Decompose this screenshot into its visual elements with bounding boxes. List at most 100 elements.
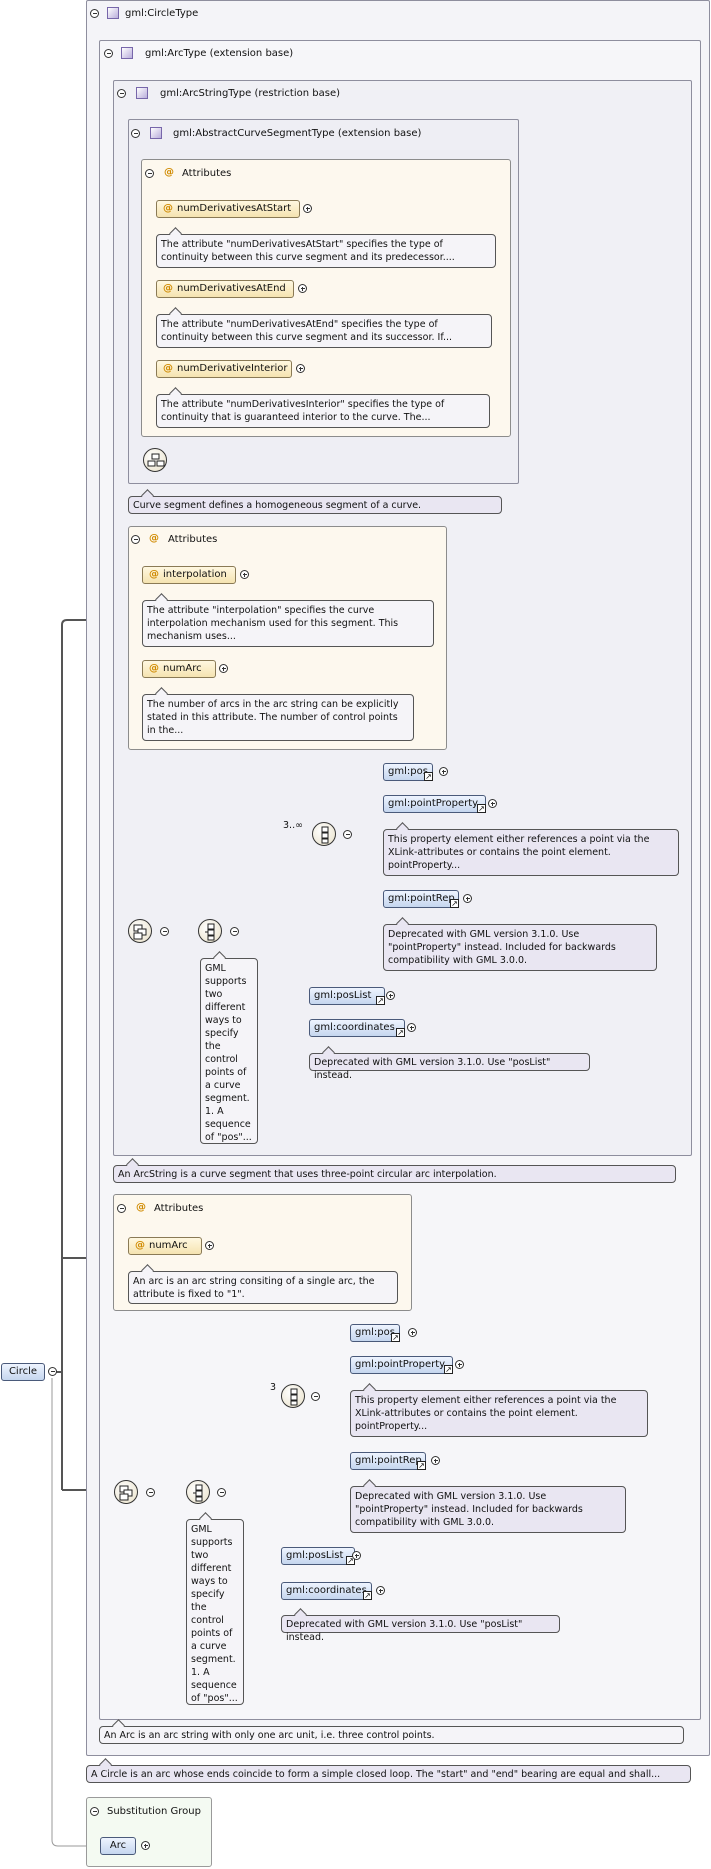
attributes-label: Attributes (182, 168, 232, 179)
link-icon[interactable]: ↗ (391, 1333, 400, 1342)
complex-type-icon (107, 7, 119, 19)
point-rep-doc: Deprecated with GML version 3.1.0. Use "… (350, 1486, 626, 1533)
point-property-doc: This property element either references … (350, 1390, 648, 1437)
substitution-group-label: Substitution Group (107, 1806, 201, 1817)
circle-type-title: gml:CircleType (125, 8, 199, 19)
choice-collapse-toggle[interactable] (230, 927, 239, 936)
abstract-curve-title: gml:AbstractCurveSegmentType (extension … (173, 128, 422, 139)
point-property-doc: This property element either references … (383, 829, 679, 876)
arc-type-collapse-toggle[interactable] (104, 49, 113, 58)
link-icon[interactable]: ↗ (376, 996, 385, 1005)
multiplicity-label: 3..∞ (283, 820, 303, 831)
expand-icon[interactable] (386, 991, 395, 1000)
link-icon[interactable]: ↗ (444, 1365, 453, 1374)
expand-icon[interactable] (407, 1023, 416, 1032)
attr-doc-num-arc: The number of arcs in the arc string can… (142, 694, 414, 741)
link-icon[interactable]: ↗ (396, 1028, 405, 1037)
point-rep-doc: Deprecated with GML version 3.1.0. Use "… (383, 924, 657, 971)
attr-num-derivatives-at-end[interactable]: @numDerivativesAtEnd (156, 280, 294, 298)
attribute-icon: @ (149, 533, 159, 544)
attribute-icon: @ (135, 1240, 145, 1251)
choice-collapse-toggle[interactable] (217, 1488, 226, 1497)
choice-compositor-icon[interactable] (198, 919, 222, 943)
expand-icon[interactable] (352, 1551, 361, 1560)
attr-doc-num-derivatives-at-start: The attribute "numDerivativesAtStart" sp… (156, 234, 496, 268)
attribute-icon: @ (163, 363, 173, 374)
coordinates-doc: Deprecated with GML version 3.1.0. Use "… (309, 1053, 590, 1081)
element-gml-coordinates[interactable]: gml:coordinates↗ (309, 1019, 405, 1037)
coordinates-doc: Deprecated with GML version 3.1.0. Use "… (281, 1615, 560, 1643)
arc-type-title: gml:ArcType (extension base) (145, 48, 294, 59)
attr-num-derivatives-at-start[interactable]: @numDerivativesAtStart (156, 200, 300, 218)
arc-string-type-collapse-toggle[interactable] (117, 89, 126, 98)
expand-icon[interactable] (298, 284, 307, 293)
arc-string-doc: An ArcString is a curve segment that use… (113, 1165, 676, 1183)
sequence-collapse-toggle[interactable] (311, 1392, 320, 1401)
expand-icon[interactable] (439, 767, 448, 776)
expand-icon[interactable] (408, 1328, 417, 1337)
attributes-label: Attributes (168, 534, 218, 545)
link-icon[interactable]: ↗ (346, 1556, 355, 1565)
expand-icon[interactable] (205, 1241, 214, 1250)
attr-num-derivative-interior[interactable]: @numDerivativeInterior (156, 360, 292, 378)
element-gml-pos[interactable]: gml:pos↗ (383, 763, 433, 781)
circle-collapse-toggle[interactable] (48, 1367, 57, 1376)
attributes-collapse-toggle[interactable] (145, 169, 154, 178)
arc-string-type-title: gml:ArcStringType (restriction base) (160, 88, 340, 99)
element-gml-coordinates[interactable]: gml:coordinates↗ (281, 1582, 372, 1600)
attr-doc-num-arc: An arc is an arc string consiting of a s… (128, 1271, 398, 1304)
element-gml-point-rep[interactable]: gml:pointRep↗ (383, 890, 459, 908)
link-icon[interactable]: ↗ (424, 772, 433, 781)
element-gml-pos-list[interactable]: gml:posList↗ (309, 987, 385, 1005)
sequence-collapse-toggle[interactable] (146, 1488, 155, 1497)
attr-num-arc[interactable]: @numArc (142, 660, 216, 678)
expand-icon[interactable] (141, 1841, 150, 1850)
sequence-compositor-icon[interactable] (312, 822, 336, 846)
attr-interpolation[interactable]: @interpolation (142, 566, 236, 584)
attributes-collapse-toggle[interactable] (131, 535, 140, 544)
substitution-group-box (86, 1797, 212, 1867)
link-icon[interactable]: ↗ (417, 1461, 426, 1470)
sequence-compositor-icon[interactable] (143, 448, 167, 472)
sequence-compositor-icon[interactable] (114, 1480, 138, 1504)
attributes-collapse-toggle[interactable] (117, 1204, 126, 1213)
expand-icon[interactable] (431, 1456, 440, 1465)
choice-compositor-icon[interactable] (186, 1480, 210, 1504)
expand-icon[interactable] (240, 570, 249, 579)
sequence-collapse-toggle[interactable] (160, 927, 169, 936)
expand-icon[interactable] (296, 364, 305, 373)
element-arc[interactable]: Arc (100, 1837, 136, 1855)
expand-icon[interactable] (488, 799, 497, 808)
complex-type-icon (121, 47, 133, 59)
choice-doc: GML supports two different ways to speci… (186, 1519, 244, 1705)
circle-type-collapse-toggle[interactable] (90, 9, 99, 18)
element-gml-point-property[interactable]: gml:pointProperty↗ (350, 1356, 453, 1374)
attr-num-arc[interactable]: @numArc (128, 1237, 202, 1255)
abstract-curve-doc: Curve segment defines a homogeneous segm… (128, 496, 502, 514)
element-gml-pos-list[interactable]: gml:posList↗ (281, 1547, 355, 1565)
expand-icon[interactable] (303, 204, 312, 213)
attribute-icon: @ (149, 663, 159, 674)
attr-doc-num-derivative-interior: The attribute "numDerivativesInterior" s… (156, 394, 490, 428)
element-gml-point-rep[interactable]: gml:pointRep↗ (350, 1452, 426, 1470)
sequence-collapse-toggle[interactable] (343, 830, 352, 839)
expand-icon[interactable] (219, 664, 228, 673)
attribute-icon: @ (136, 1202, 146, 1213)
multiplicity-label: 3 (270, 1382, 277, 1393)
link-icon[interactable]: ↗ (477, 804, 486, 813)
attribute-icon: @ (149, 569, 159, 580)
expand-icon[interactable] (463, 894, 472, 903)
expand-icon[interactable] (455, 1360, 464, 1369)
link-icon[interactable]: ↗ (450, 899, 459, 908)
abstract-curve-collapse-toggle[interactable] (131, 129, 140, 138)
element-gml-pos[interactable]: gml:pos↗ (350, 1324, 400, 1342)
element-circle[interactable]: Circle (1, 1363, 45, 1381)
element-gml-point-property[interactable]: gml:pointProperty↗ (383, 795, 486, 813)
link-icon[interactable]: ↗ (363, 1591, 372, 1600)
expand-icon[interactable] (376, 1586, 385, 1595)
sequence-compositor-icon[interactable] (281, 1384, 305, 1408)
sequence-compositor-icon[interactable] (128, 919, 152, 943)
attribute-icon: @ (163, 283, 173, 294)
substitution-group-collapse-toggle[interactable] (90, 1807, 99, 1816)
choice-doc: GML supports two different ways to speci… (200, 958, 258, 1144)
